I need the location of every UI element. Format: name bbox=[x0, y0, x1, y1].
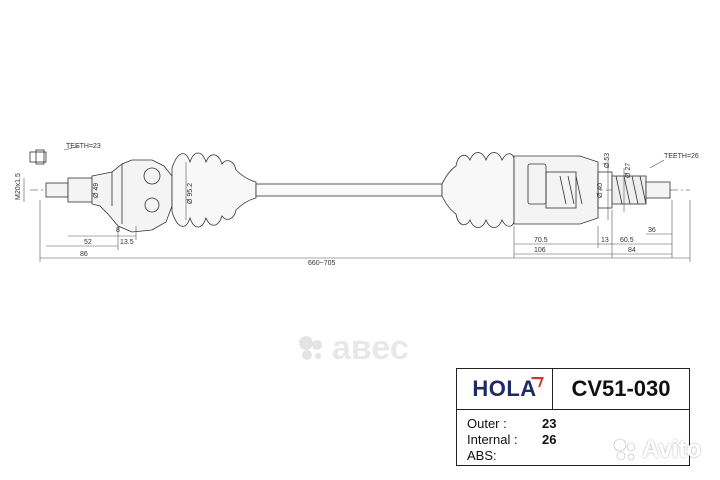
spec-row-internal: Internal : 26 bbox=[467, 432, 689, 448]
label-d52: 52 bbox=[84, 239, 92, 246]
label-total-length: 660~705 bbox=[308, 260, 336, 267]
spec-table: HOLA CV51-030 Outer : 23 Internal : 26 A… bbox=[456, 368, 690, 466]
label-d27: Ø 27 bbox=[625, 163, 632, 178]
dimension-lines bbox=[23, 145, 691, 262]
label-d705: 70.5 bbox=[534, 237, 548, 244]
avito-text: Avito bbox=[642, 436, 702, 463]
watermark-logo-icon bbox=[299, 336, 322, 360]
label-teeth-inner: TEETH=26 bbox=[664, 153, 699, 160]
label-d13: 13 bbox=[601, 237, 609, 244]
part-number: CV51-030 bbox=[571, 376, 671, 401]
label-teeth-outer: TEETH=23 bbox=[66, 143, 101, 150]
spec-row-outer: Outer : 23 bbox=[467, 416, 689, 432]
watermark-text: авес bbox=[332, 328, 409, 367]
spec-label: ABS: bbox=[467, 448, 497, 463]
label-d605: 60.5 bbox=[620, 237, 634, 244]
inner-boot bbox=[441, 152, 515, 228]
outer-boot bbox=[171, 152, 257, 228]
axle-shaft bbox=[255, 183, 443, 197]
spec-label: Internal : bbox=[467, 432, 518, 447]
avito-watermark: Avito bbox=[612, 436, 701, 464]
label-d135: 13.5 bbox=[120, 239, 134, 246]
spec-header: HOLA CV51-030 bbox=[457, 369, 689, 410]
label-d49: Ø 49 bbox=[93, 183, 100, 198]
label-d8: 8 bbox=[116, 227, 120, 234]
spec-label: Outer : bbox=[467, 416, 507, 431]
label-d84: 84 bbox=[628, 247, 636, 254]
brand-cell: HOLA bbox=[457, 369, 553, 409]
center-watermark: авес bbox=[296, 326, 416, 370]
label-d36: 36 bbox=[648, 227, 656, 234]
spline-detail-outer bbox=[29, 151, 47, 163]
label-d86: 86 bbox=[80, 251, 88, 258]
label-d40: Ø 40 bbox=[597, 183, 604, 198]
label-d106: 106 bbox=[534, 247, 546, 254]
spec-value: 26 bbox=[542, 432, 557, 447]
label-d53: Ø 53 bbox=[604, 153, 611, 168]
cv-axle-drawing: TEETH=23 TEETH=26 M20x1.5 Ø 49 Ø 95.2 Ø … bbox=[15, 143, 699, 267]
avito-logo-icon bbox=[613, 438, 636, 461]
brand-mark-icon bbox=[528, 377, 544, 387]
outer-cv-joint bbox=[45, 159, 173, 233]
inner-tripod-joint bbox=[513, 155, 671, 225]
spec-value: 23 bbox=[542, 416, 557, 431]
spec-rows: Outer : 23 Internal : 26 ABS: bbox=[457, 410, 689, 464]
spec-row-abs: ABS: bbox=[467, 448, 689, 464]
label-thread: M20x1.5 bbox=[15, 173, 22, 200]
brand-logo: HOLA bbox=[472, 376, 537, 401]
label-d952: Ø 95.2 bbox=[187, 183, 194, 204]
